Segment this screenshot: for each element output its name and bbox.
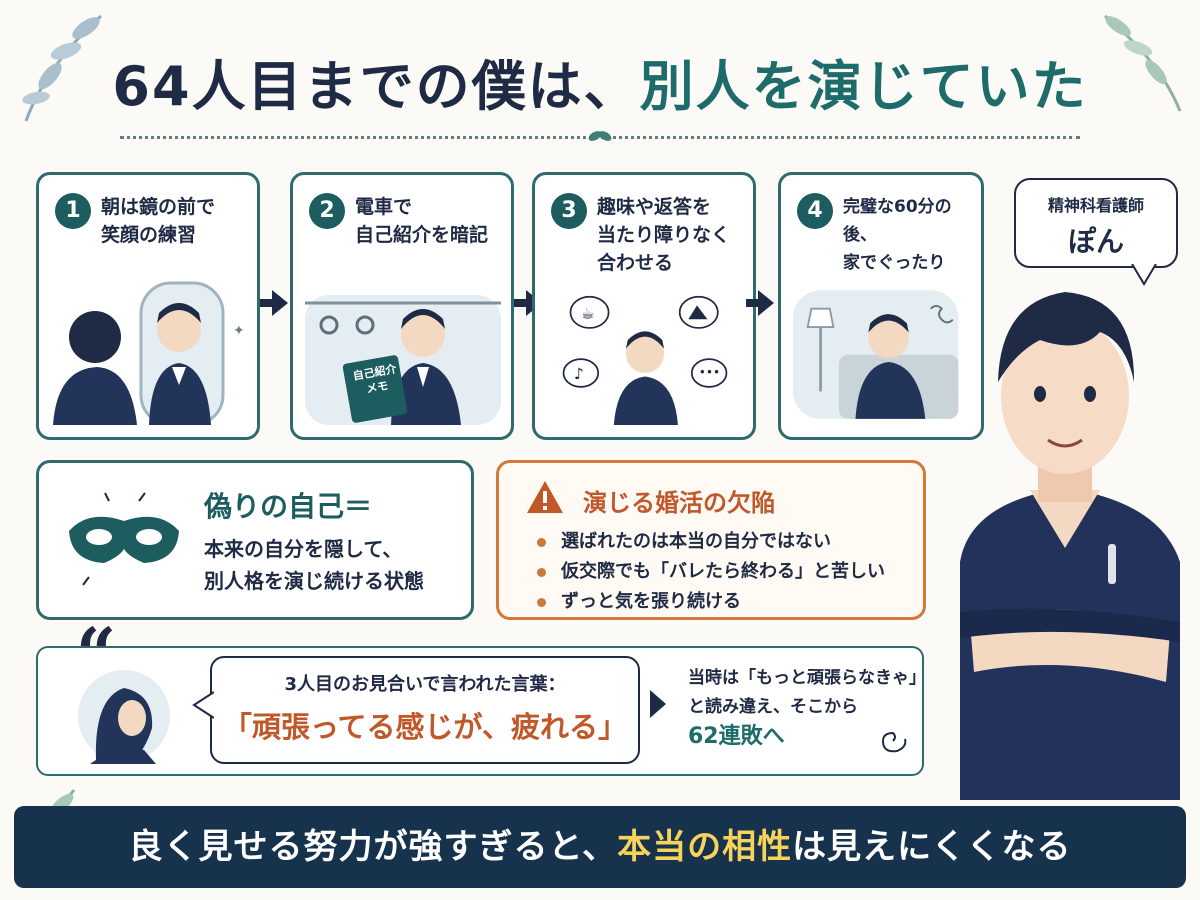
step-card-2: 2 電車で 自己紹介を暗記 自己紹介 メモ (290, 172, 514, 440)
svg-text:✦: ✦ (233, 323, 245, 339)
banner-tail: は見えにくくなる (792, 827, 1072, 867)
quote-bubble-tail (192, 691, 214, 719)
quote-intro: 3人目のお見合いで言われた言葉： (284, 674, 566, 695)
step-text: 電車で 自己紹介を暗記 (355, 196, 489, 246)
step-number: 2 (309, 193, 345, 229)
arrow-right-icon (746, 290, 774, 316)
leaf-decoration-top-right (1104, 14, 1182, 112)
flaw-title: 演じる婚活の欠陥 (583, 489, 775, 517)
topic-matching-illustration: ☕ ♪ ••• (562, 295, 728, 425)
step-text: 朝は鏡の前で 笑顔の練習 (101, 196, 216, 246)
result-emphasis: 62連敗へ (688, 724, 785, 749)
flaw-box: 演じる婚活の欠陥 選ばれたのは本当の自分ではない 仮交際でも「バレたら終わる」と… (496, 460, 926, 620)
step-number: 4 (797, 193, 833, 229)
step-text: 趣味や返答を 当たり障りなく 合わせる (597, 196, 731, 274)
flaw-list: 選ばれたのは本当の自分ではない 仮交際でも「バレたら終わる」と苦しい ずっと気を… (537, 527, 885, 617)
speaker-name: ぽん (1067, 225, 1124, 258)
title-accent: 別人を演じていた (639, 55, 1088, 118)
list-item: 仮交際でも「バレたら終わる」と苦しい (537, 557, 885, 587)
title-lead: 64人目までの僕は、 (112, 55, 640, 118)
quote-speech-bubble: 3人目のお見合いで言われた言葉： 「頑張ってる感じが、疲れる」 (210, 656, 640, 764)
speaker-bubble: 精神科看護師 ぽん (1014, 178, 1178, 268)
fake-self-title: 偽りの自己＝ (204, 490, 373, 523)
leaf-icon (588, 131, 612, 141)
leaf-decoration-top-left (22, 14, 103, 122)
warning-icon (527, 481, 563, 513)
result-line-2: と読み違え、そこから (688, 697, 858, 717)
list-item: 選ばれたのは本当の自分ではない (537, 527, 885, 557)
result-line-1: 当時は「もっと頑張らなきゃ」 (688, 668, 926, 688)
quote-text: 「頑張ってる感じが、疲れる」 (223, 710, 627, 744)
speaker-role: 精神科看護師 (1047, 196, 1144, 215)
mask-icon (69, 492, 179, 586)
woman-profile-illustration (78, 670, 170, 764)
fake-self-box: 偽りの自己＝ 本来の自分を隠して、 別人格を演じ続ける状態 (36, 460, 474, 620)
svg-text:☕: ☕ (581, 304, 595, 322)
fake-self-description: 本来の自分を隠して、 別人格を演じ続ける状態 (204, 537, 424, 593)
result-text: 当時は「もっと頑張らなきゃ」 と読み違え、そこから 62連敗へ (688, 664, 926, 751)
step-card-3: 3 趣味や返答を 当たり障りなく 合わせる ☕ ♪ ••• (532, 172, 756, 440)
train-memo-illustration (305, 295, 501, 425)
arrow-right-icon (650, 690, 666, 718)
step-card-1: 1 朝は鏡の前で 笑顔の練習 ✦ (36, 172, 260, 440)
step-text: 完璧な60分の後、 家でぐったり (843, 197, 952, 273)
svg-text:♪: ♪ (574, 365, 584, 383)
banner-lead: 良く見せる努力が強すぎると、 (128, 827, 618, 867)
bottom-banner: 良く見せる努力が強すぎると、本当の相性は見えにくくなる (14, 806, 1186, 888)
step-number: 1 (55, 193, 91, 229)
arrow-right-icon (260, 290, 288, 316)
step-number: 3 (551, 193, 587, 229)
page-title: 64人目までの僕は、別人を演じていた (0, 42, 1200, 121)
svg-text:•••: ••• (699, 365, 720, 379)
step-card-4: 4 完璧な60分の後、 家でぐったり (778, 172, 984, 440)
list-item: ずっと気を張り続ける (537, 587, 885, 617)
mirror-practice-illustration: ✦ (53, 281, 245, 425)
banner-highlight: 本当の相性 (617, 827, 793, 867)
title-divider (120, 136, 1080, 139)
tired-at-home-illustration (793, 290, 959, 419)
spiral-icon (881, 731, 907, 753)
nurse-character (960, 292, 1180, 800)
bubble-tail (1131, 264, 1157, 286)
